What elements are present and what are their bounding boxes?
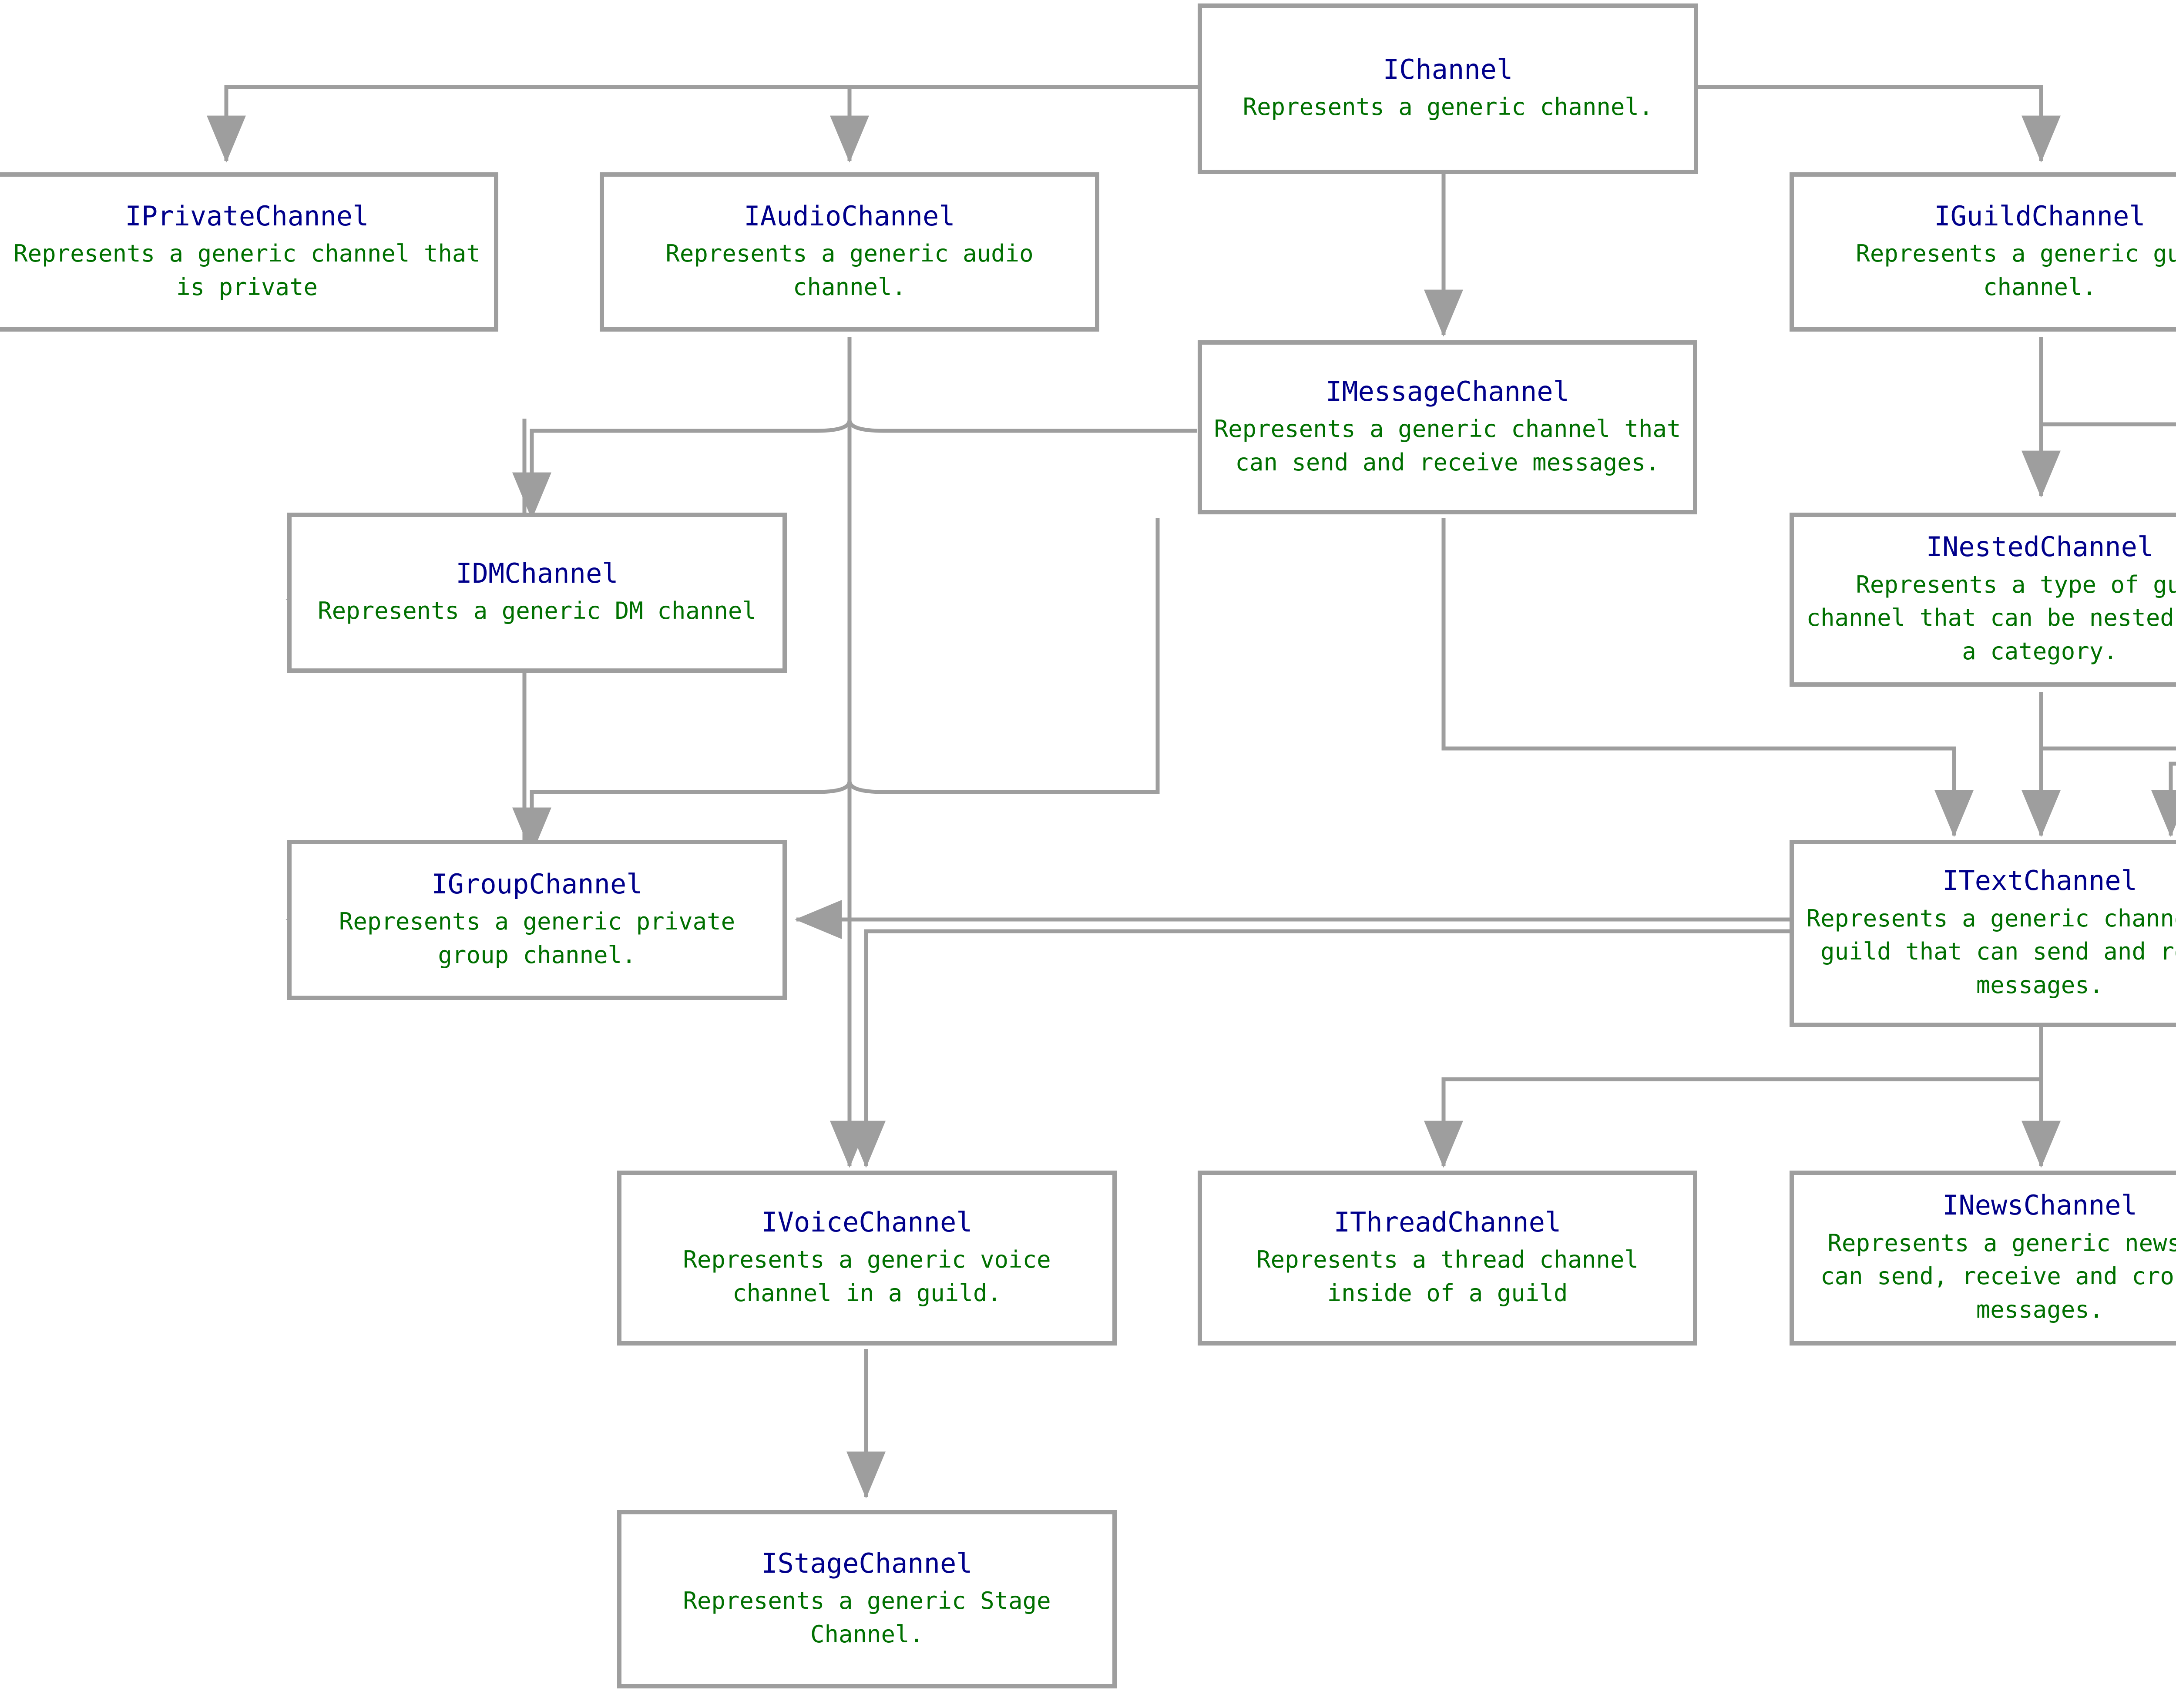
node-imessagechannel[interactable]: IMessageChannel Represents a generic cha…: [1198, 340, 1697, 514]
node-desc: Represents a generic Stage Channel.: [683, 1587, 1051, 1648]
node-title: IPrivateChannel: [125, 200, 369, 232]
edge-iintegrationchannel-itextchannel: [2151, 762, 2176, 837]
node-desc: Represents a type of guild channel that …: [1806, 570, 2176, 665]
node-iprivatechannel[interactable]: IPrivateChannel Represents a generic cha…: [0, 172, 498, 332]
edge-iguildchannel-iintegrationchannel: [2039, 337, 2176, 426]
node-title: IGroupChannel: [431, 868, 643, 900]
edge-itextchannel-ithreadchannel: [1424, 1027, 2043, 1168]
node-desc: Represents a generic channel in a guild …: [1806, 904, 2176, 999]
node-igroupchannel[interactable]: IGroupChannel Represents a generic priva…: [287, 840, 787, 1000]
node-iaudiochannel[interactable]: IAudioChannel Represents a generic audio…: [600, 172, 1099, 332]
node-desc: Represents a generic guild channel.: [1856, 239, 2176, 301]
node-title: INewsChannel: [1942, 1189, 2137, 1221]
node-ichannel[interactable]: IChannel Represents a generic channel.: [1198, 3, 1698, 174]
node-desc: Represents a generic channel that can se…: [1214, 415, 1681, 476]
node-title: ITextChannel: [1942, 865, 2137, 897]
node-title: INestedChannel: [1926, 531, 2154, 563]
node-desc: Represents a thread channel inside of a …: [1256, 1245, 1639, 1307]
edge-ichannel-iaudiochannel: [830, 85, 1199, 163]
node-desc: Represents a generic private group chann…: [339, 907, 735, 969]
node-inestedchannel[interactable]: INestedChannel Represents a type of guil…: [1790, 513, 2176, 687]
node-title: IStageChannel: [761, 1547, 973, 1579]
node-desc: Represents a generic channel that is pri…: [13, 239, 480, 301]
edge-ichannel-iprivatechannel: [207, 85, 1199, 163]
node-inewschannel[interactable]: INewsChannel Represents a generic news t…: [1790, 1171, 2176, 1346]
node-desc: Represents a generic channel.: [1242, 93, 1653, 121]
node-title: IDMChannel: [456, 557, 618, 590]
node-title: IVoiceChannel: [761, 1206, 973, 1238]
node-desc: Represents a generic voice channel in a …: [683, 1245, 1051, 1307]
node-title: IThreadChannel: [1333, 1206, 1561, 1238]
node-desc: Represents a generic DM channel: [318, 597, 756, 625]
node-title: IChannel: [1383, 54, 1513, 86]
node-desc: Represents a generic news that can send,…: [1820, 1229, 2176, 1323]
edge-ichannel-iguildchannel: [1697, 85, 2061, 163]
node-title: IGuildChannel: [1934, 200, 2146, 232]
node-istagechannel[interactable]: IStageChannel Represents a generic Stage…: [617, 1510, 1117, 1688]
node-desc: Represents a generic audio channel.: [665, 239, 1034, 301]
node-ithreadchannel[interactable]: IThreadChannel Represents a thread chann…: [1198, 1171, 1697, 1346]
node-title: IMessageChannel: [1326, 375, 1569, 407]
edge-imessagechannel-itextchannel: [1441, 518, 1974, 837]
node-itextchannel[interactable]: ITextChannel Represents a generic channe…: [1790, 840, 2176, 1027]
node-title: IAudioChannel: [744, 200, 955, 232]
edge-imessagechannel-idmchannel: [530, 419, 1197, 500]
node-iguildchannel[interactable]: IGuildChannel Represents a generic guild…: [1790, 172, 2176, 332]
node-ivoicechannel[interactable]: IVoiceChannel Represents a generic voice…: [617, 1171, 1117, 1346]
edge-itextchannel-ivoicechannel: [846, 929, 1790, 1168]
node-idmchannel[interactable]: IDMChannel Represents a generic DM chann…: [287, 513, 787, 673]
edge-inestedchannel-iforumchannel: [2039, 692, 2176, 751]
